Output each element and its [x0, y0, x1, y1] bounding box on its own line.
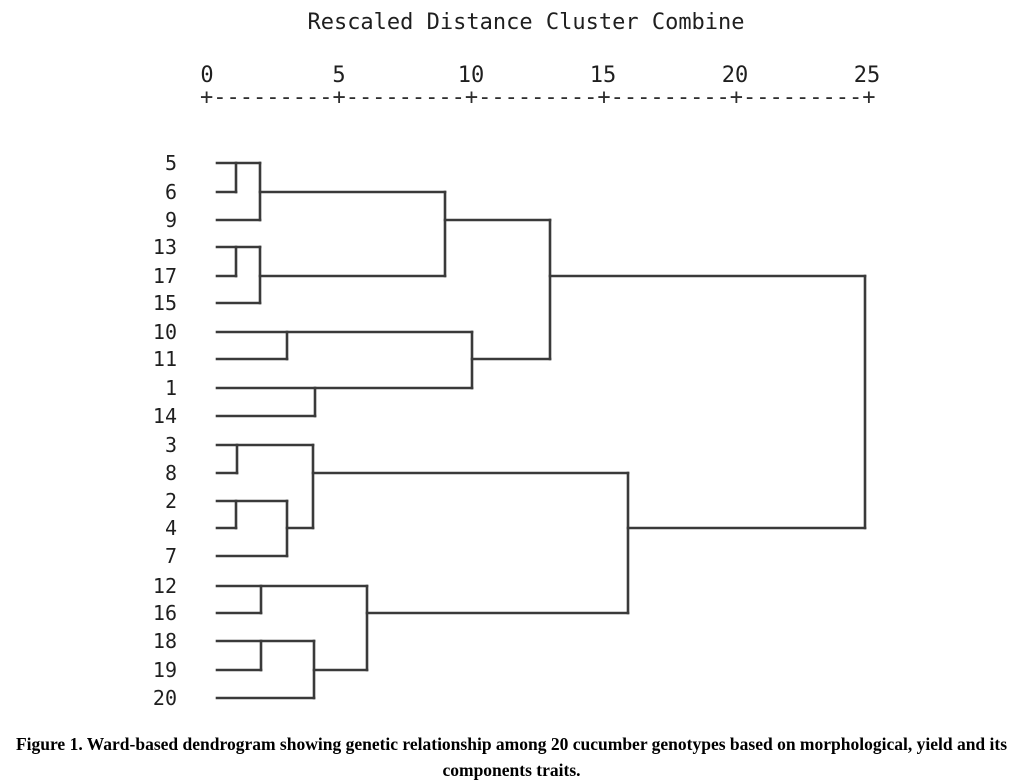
axis-tick-label: 5: [332, 63, 346, 88]
leaf-label: 5: [164, 151, 177, 175]
leaf-label: 15: [152, 291, 177, 315]
axis-tick-label: 25: [853, 63, 881, 88]
chart-title: Rescaled Distance Cluster Combine: [307, 10, 745, 35]
leaf-label: 8: [164, 461, 177, 485]
leaf-label: 3: [164, 433, 177, 457]
leaf-label: 9: [164, 208, 177, 232]
leaf-label: 14: [152, 404, 177, 428]
leaf-label: 20: [152, 686, 177, 710]
leaf-label: 1: [164, 376, 177, 400]
axis-tick-label: 10: [457, 63, 485, 88]
leaf-label: 7: [164, 544, 177, 568]
figure-caption: Figure 1. Ward-based dendrogram showing …: [15, 734, 1008, 780]
leaf-label: 17: [152, 264, 177, 288]
leaf-label: 19: [152, 658, 177, 682]
leaf-label: 4: [164, 516, 177, 540]
axis-tick-label: 20: [721, 63, 749, 88]
leaf-label: 2: [164, 489, 177, 513]
leaf-label: 10: [152, 320, 177, 344]
axis-tick-label: 0: [200, 63, 214, 88]
leaf-label: 18: [152, 629, 177, 653]
leaf-label: 6: [164, 180, 177, 204]
axis-tick-label: 15: [589, 63, 617, 88]
leaf-label: 12: [152, 574, 177, 598]
leaf-label: 11: [152, 347, 177, 371]
axis-ruler: +---------+---------+---------+---------…: [200, 85, 876, 110]
leaf-label: 16: [152, 601, 177, 625]
leaf-label: 13: [152, 235, 177, 259]
